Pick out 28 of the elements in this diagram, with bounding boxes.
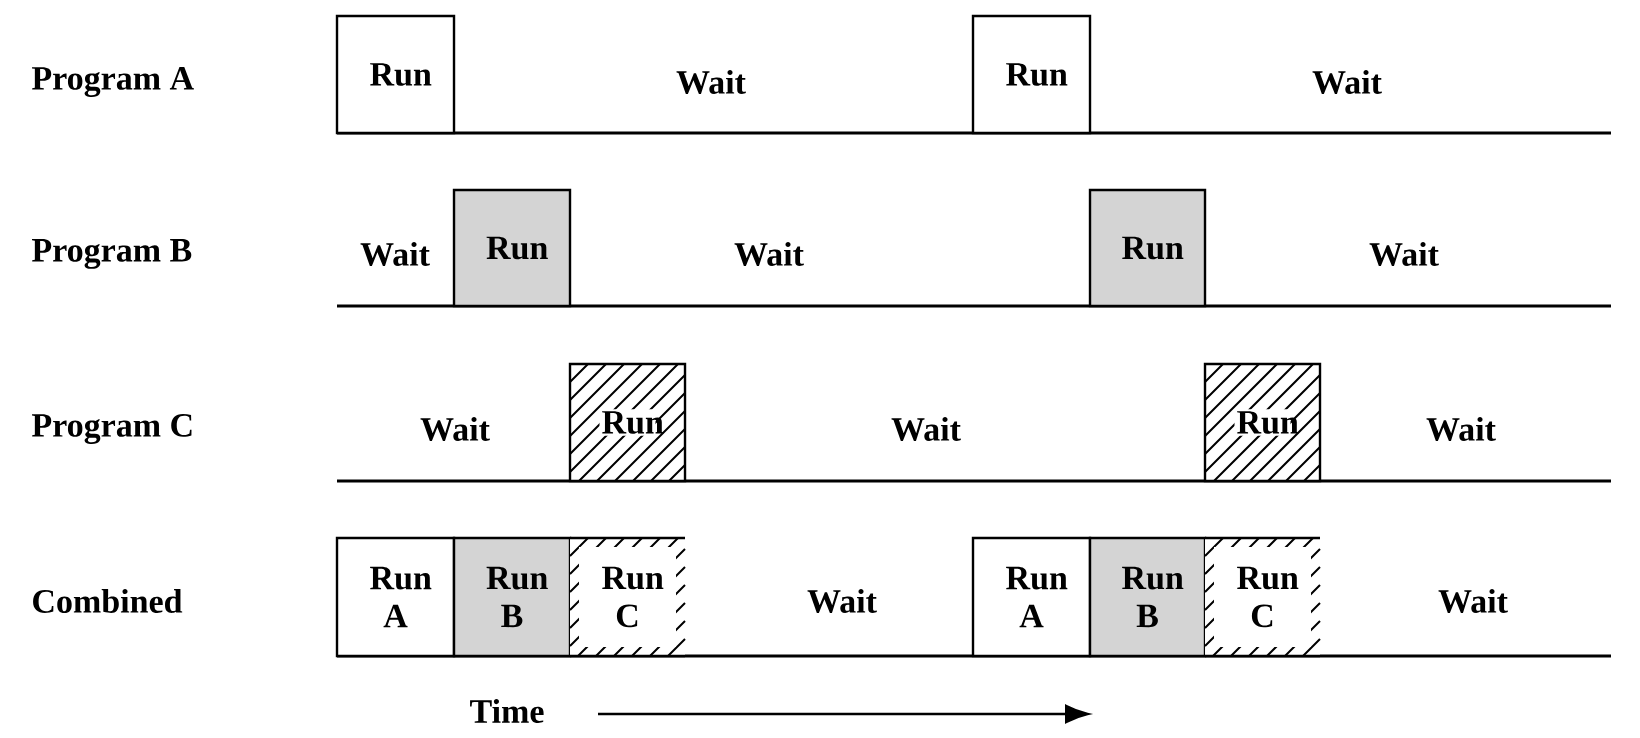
run-box: Run: [1203, 362, 1322, 483]
state-label: Wait: [1312, 69, 1382, 95]
node-label: Run C: [602, 566, 664, 628]
state-label: Wait: [807, 588, 877, 614]
state-label: Wait: [1369, 241, 1439, 267]
state-label: Wait: [734, 241, 804, 267]
run-box: Run: [452, 188, 572, 308]
row-label: Program C: [32, 414, 192, 444]
run-box: Run B: [452, 536, 572, 658]
row-label: Program B: [32, 239, 192, 269]
row-label: Combined: [33, 589, 183, 613]
state-label: Wait: [420, 416, 490, 442]
row-label: Program A: [32, 67, 194, 97]
state-label: Wait: [676, 69, 746, 95]
state-label: Wait: [1438, 588, 1508, 614]
run-box: Run: [971, 14, 1092, 135]
state-label: Wait: [891, 416, 961, 442]
axis-label: Time: [470, 699, 544, 723]
run-box: Run: [335, 14, 456, 135]
run-box: Run A: [335, 536, 456, 658]
node-label: Run C: [1237, 566, 1299, 628]
run-box: Run A: [971, 536, 1092, 658]
run-box: Run C: [568, 536, 687, 658]
state-label: Wait: [1426, 416, 1496, 442]
run-box: Run B: [1088, 536, 1207, 658]
run-box: Run: [1088, 188, 1207, 308]
run-box: Run C: [1203, 536, 1322, 658]
run-box: Run: [568, 362, 687, 483]
